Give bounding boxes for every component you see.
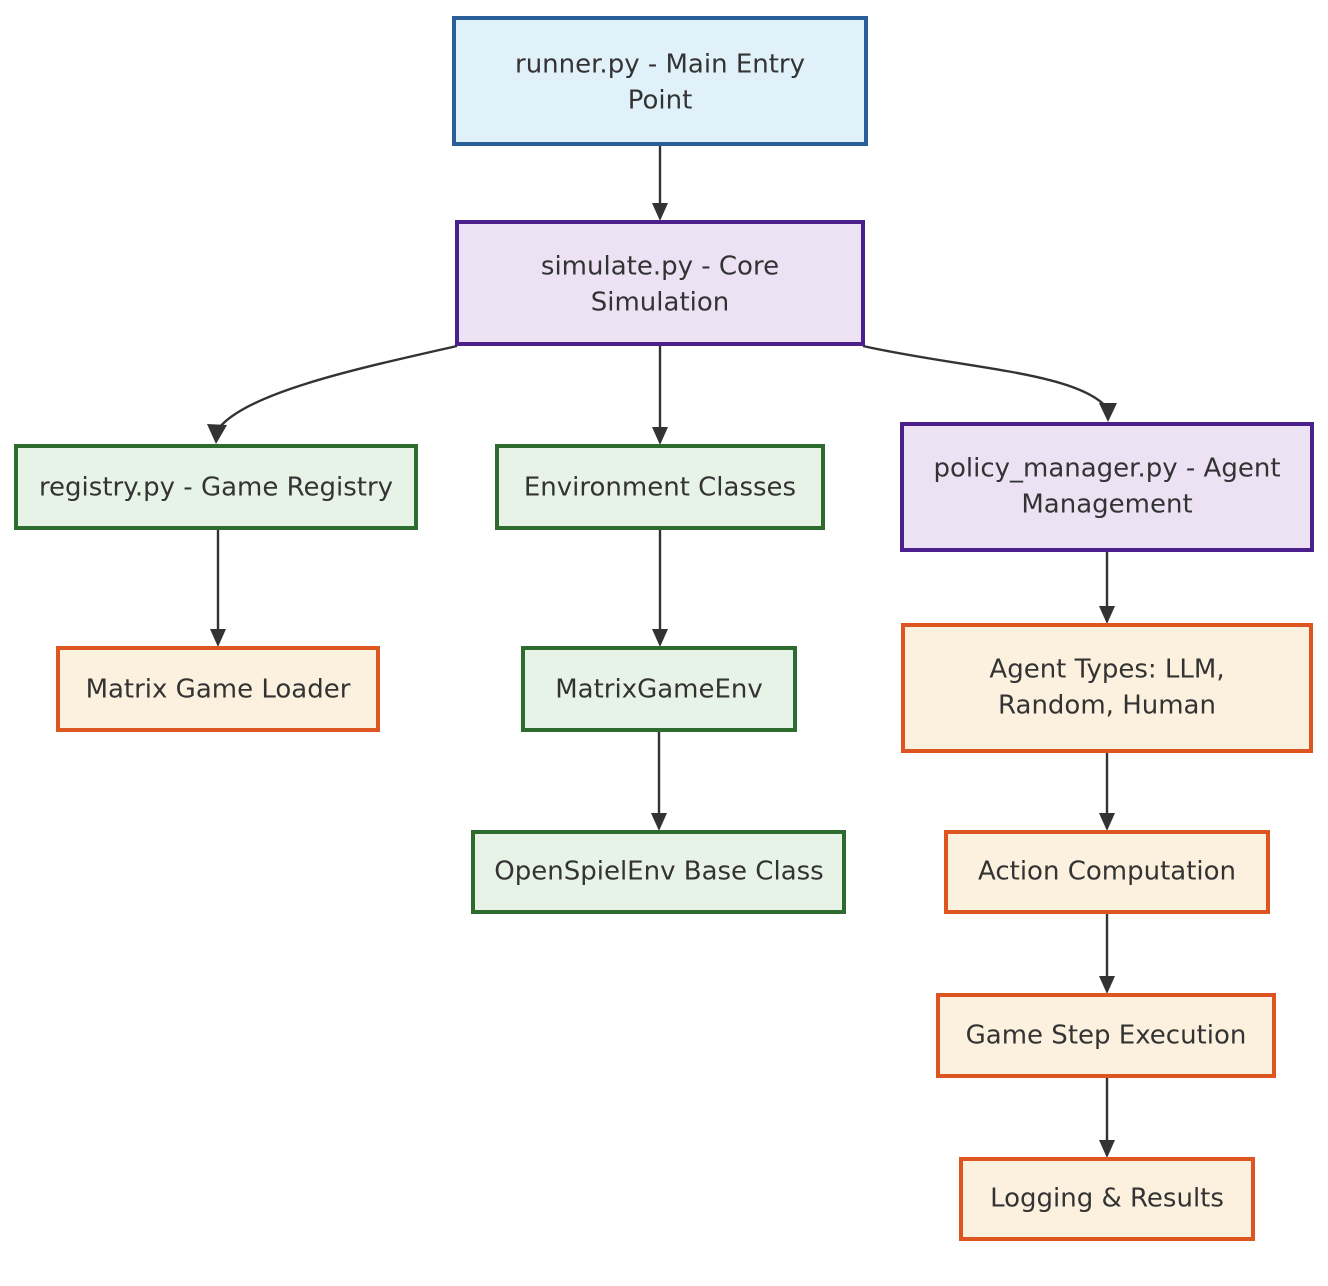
node-registry-label: registry.py - Game Registry (39, 473, 393, 503)
node-envclasses[interactable]: Environment Classes (495, 444, 825, 530)
edge-envclasses-to-matrixenv (652, 530, 668, 647)
edge-policy-to-agenttypes (1099, 552, 1115, 624)
node-policy-label-line-1: policy_manager.py - Agent (933, 454, 1280, 484)
node-agenttypes[interactable]: Agent Types: LLM, Random, Human (901, 623, 1313, 753)
node-envclasses-box[interactable] (495, 444, 825, 530)
node-policy-label-line-2: Management (1021, 490, 1192, 520)
node-loader-label: Matrix Game Loader (86, 675, 351, 705)
node-simulate[interactable]: simulate.py - Core Simulation (455, 220, 865, 346)
node-runner-label-line-1: runner.py - Main Entry (515, 50, 805, 80)
edge-gamestep-to-logging (1099, 1078, 1115, 1158)
node-action[interactable]: Action Computation (944, 830, 1270, 914)
node-action-box[interactable] (944, 830, 1270, 914)
node-openspiel-box[interactable] (471, 830, 846, 914)
node-loader-box[interactable] (56, 646, 380, 732)
node-openspiel-label: OpenSpielEnv Base Class (494, 857, 823, 887)
node-registry[interactable]: registry.py - Game Registry (14, 444, 418, 530)
node-logging[interactable]: Logging & Results (959, 1157, 1255, 1241)
node-matrixenv-label: MatrixGameEnv (555, 675, 763, 705)
node-logging-label: Logging & Results (990, 1184, 1224, 1214)
node-openspiel[interactable]: OpenSpielEnv Base Class (471, 830, 846, 914)
node-envclasses-label: Environment Classes (524, 473, 796, 503)
node-logging-box[interactable] (959, 1157, 1255, 1241)
node-runner[interactable]: runner.py - Main Entry Point (452, 16, 868, 146)
node-runner-box[interactable] (452, 16, 868, 146)
node-simulate-label-line-1: simulate.py - Core (541, 252, 779, 282)
edge-registry-to-loader (210, 530, 226, 647)
node-agenttypes-label-line-1: Agent Types: LLM, (989, 655, 1224, 685)
node-loader[interactable]: Matrix Game Loader (56, 646, 380, 732)
node-gamestep-box[interactable] (936, 993, 1276, 1078)
edge-runner-to-simulate (652, 146, 668, 221)
node-matrixenv[interactable]: MatrixGameEnv (521, 646, 797, 732)
node-gamestep-label: Game Step Execution (966, 1021, 1247, 1051)
node-registry-box[interactable] (14, 444, 418, 530)
node-matrixenv-box[interactable] (521, 646, 797, 732)
edge-layer (207, 146, 1117, 1158)
edge-simulate-to-registry (207, 344, 458, 444)
node-simulate-label-line-2: Simulation (591, 288, 730, 318)
node-runner-label-line-2: Point (628, 86, 693, 116)
edge-agenttypes-to-action (1099, 753, 1115, 831)
edge-action-to-gamestep (1099, 914, 1115, 994)
node-policy[interactable]: policy_manager.py - Agent Management (900, 422, 1314, 552)
edge-matrixenv-to-openspiel (651, 732, 667, 831)
edge-simulate-to-envclasses (652, 346, 668, 445)
node-gamestep[interactable]: Game Step Execution (936, 993, 1276, 1078)
node-action-label: Action Computation (978, 857, 1236, 887)
node-simulate-box[interactable] (455, 220, 865, 346)
node-layer: runner.py - Main Entry Point simulate.py… (14, 16, 1314, 1241)
edge-simulate-to-policy (862, 344, 1117, 422)
node-policy-box[interactable] (900, 422, 1314, 552)
node-agenttypes-box[interactable] (901, 623, 1313, 753)
node-agenttypes-label-line-2: Random, Human (998, 691, 1216, 721)
